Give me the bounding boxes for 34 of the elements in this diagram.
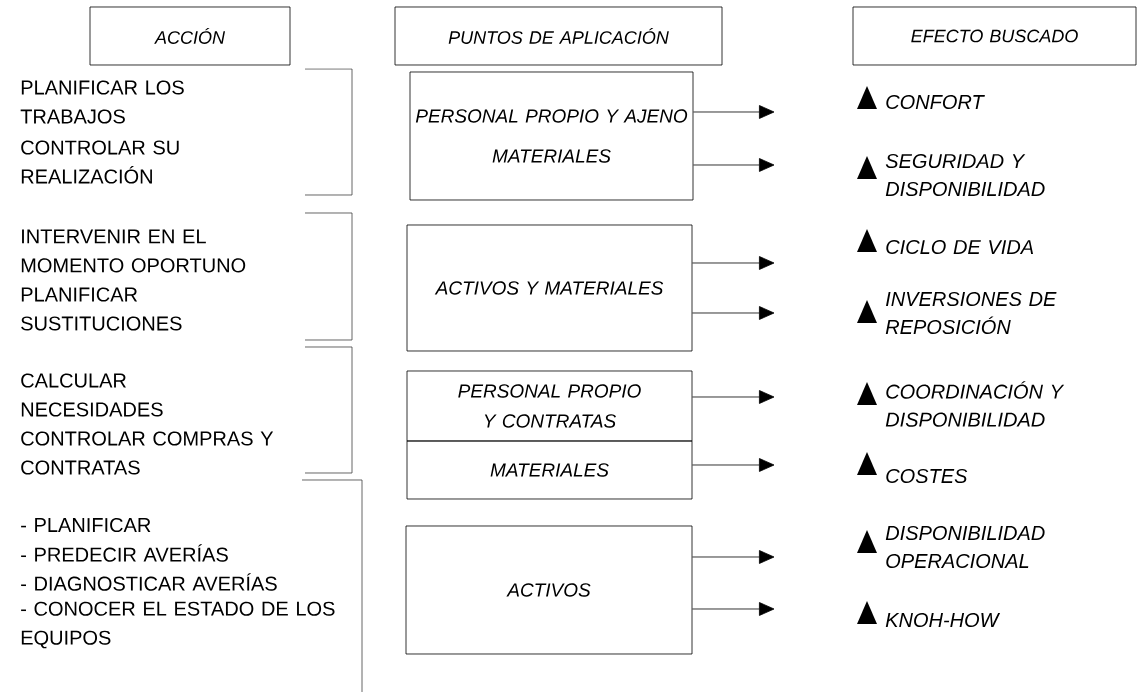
arrow [692, 602, 775, 616]
action-text: CONTROLAR SU REALIZACIÓN [21, 140, 179, 184]
action-text: INTERVENIR EN EL MOMENTO OPORTUNO [21, 229, 246, 273]
effect-text: SEGURIDAD Y DISPONIBILIDAD [885, 153, 1045, 197]
effect-text: INVERSIONES DE REPOSICIÓN [885, 291, 1057, 335]
action-text: - PREDECIR AVERÍAS [21, 544, 228, 562]
effect-text: DISPONIBILIDAD OPERACIONAL [885, 525, 1045, 569]
action-text: - PLANIFICAR [21, 517, 151, 533]
header-box: PUNTOS DE APLICACIÓN [394, 6, 723, 66]
arrow [693, 105, 775, 119]
action-text: CONTROLAR COMPRAS Y CONTRATAS [21, 431, 274, 475]
arrow [692, 390, 775, 404]
action-text: PLANIFICAR SUSTITUCIONES [21, 287, 182, 331]
process-box: PERSONAL PROPIO Y CONTRATAS [406, 370, 693, 442]
process-box: ACTIVOS Y MATERIALES [406, 224, 693, 352]
arrow [692, 550, 775, 564]
effect-text: COORDINACIÓN Y DISPONIBILIDAD [885, 381, 1065, 427]
arrow [692, 458, 775, 472]
arrow [692, 256, 775, 270]
header-box: EFECTO BUSCADO [852, 6, 1137, 66]
effect-text: CICLO DE VIDA [886, 239, 1034, 255]
action-text: - CONOCER EL ESTADO DE LOS EQUIPOS [21, 601, 335, 649]
arrow [692, 306, 775, 320]
process-box: ACTIVOS [405, 525, 693, 655]
process-box: PERSONAL PROPIO Y AJENO MATERIALES [409, 71, 694, 201]
action-text: - DIAGNOSTICAR AVERÍAS [21, 573, 277, 591]
header-box: ACCIÓN [89, 6, 291, 66]
action-text: PLANIFICAR LOS TRABAJOS [20, 80, 184, 124]
process-box: MATERIALES [406, 440, 693, 500]
effect-text: COSTES [886, 468, 968, 484]
arrow [693, 158, 775, 172]
effect-text: CONFORT [886, 94, 985, 110]
effect-text: KNOH-HOW [885, 612, 1001, 628]
action-text: CALCULAR NECESIDADES [21, 373, 163, 417]
